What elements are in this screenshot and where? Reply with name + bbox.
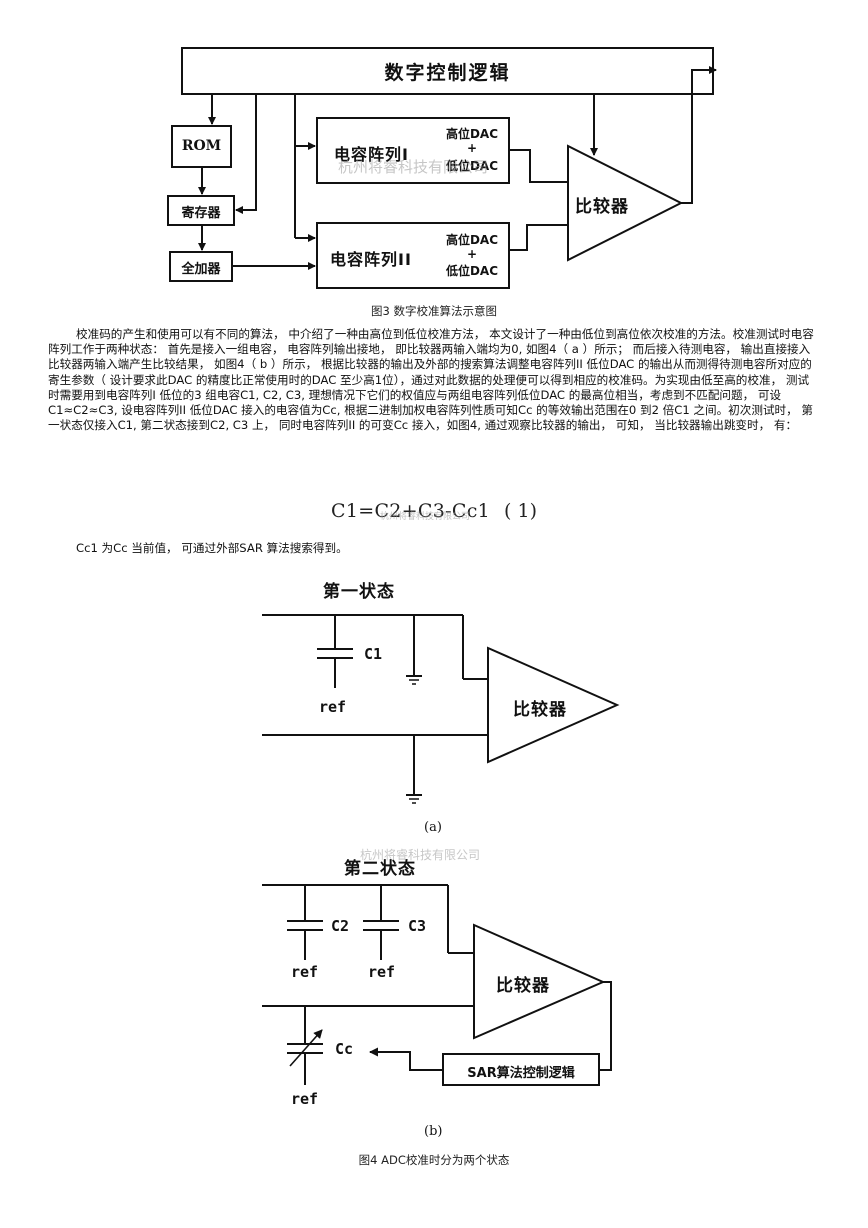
array-1-dac-high: 高位DAC [445,127,499,141]
figure-4-caption: 图4 ADC校准时分为两个状态 [358,1153,510,1167]
array-2-dac-high: 高位DAC [445,233,499,247]
watermark: 杭州将睿科技有限公司 [380,512,471,522]
comparator-b-triangle [473,923,606,1040]
watermark: 杭州将睿科技有限公司 [360,848,481,862]
register-label: 寄存器 [181,206,221,221]
array-2-dac-low: 低位DAC [445,264,499,278]
body-paragraph-2: Cc1 为Cc 当前值， 可通过外部SAR 算法搜索得到。 [76,541,348,555]
ref-label-c2: ref [291,963,319,981]
digital-control-block [181,47,714,95]
state-1-title: 第一状态 [323,582,395,602]
comparator-a-label: 比较器 [513,700,567,720]
figure-4a-label: (a) [424,820,442,835]
ref-label-cc: ref [291,1090,319,1108]
capacitor-array-2-label: 电容阵列II [330,250,412,269]
c1-label: C1 [364,645,383,663]
capacitor-array-1-block [316,117,510,184]
sar-logic-block [442,1053,600,1086]
array-1-dac-plus: + [466,141,478,155]
array-1-dac-low: 低位DAC [445,159,499,173]
figure-3-diagram [167,47,717,289]
c2-label: C2 [331,917,350,935]
array-2-dac-plus: + [466,247,478,261]
state-2-title: 第二状态 [344,859,416,879]
figure-4b-label: (b) [424,1124,443,1139]
formula-equation: C1=C2+C3-Cc1 [331,500,491,522]
cc-label: Cc [335,1040,354,1058]
comparator-a-triangle [487,646,620,764]
digital-control-label: 数字控制逻辑 [384,62,511,84]
figure-3-caption: 图3 数字校准算法示意图 [371,304,497,318]
comparator-label: 比较器 [575,197,629,217]
ref-label-a: ref [319,698,347,716]
formula-1: C1=C2+C3-Cc1 ( 1) [0,500,868,522]
comparator-b-label: 比较器 [496,976,550,996]
c3-label: C3 [408,917,427,935]
ref-label-c3: ref [368,963,396,981]
figure-4-diagram [262,614,620,1086]
sar-logic-label: SAR算法控制逻辑 [467,1066,575,1081]
capacitor-array-2-block [316,222,510,289]
capacitor-array-1-label: 电容阵列I [334,145,409,164]
formula-number: ( 1) [504,500,537,522]
watermark: 杭州将睿科技有限公司 [338,158,489,176]
comparator-triangle [567,144,684,262]
rom-label: ROM [181,138,222,154]
body-paragraph-1: 校准码的产生和使用可以有不同的算法， 中介绍了一种由高位到低位校准方法， 本文设… [48,327,814,433]
adder-label: 全加器 [181,262,221,277]
